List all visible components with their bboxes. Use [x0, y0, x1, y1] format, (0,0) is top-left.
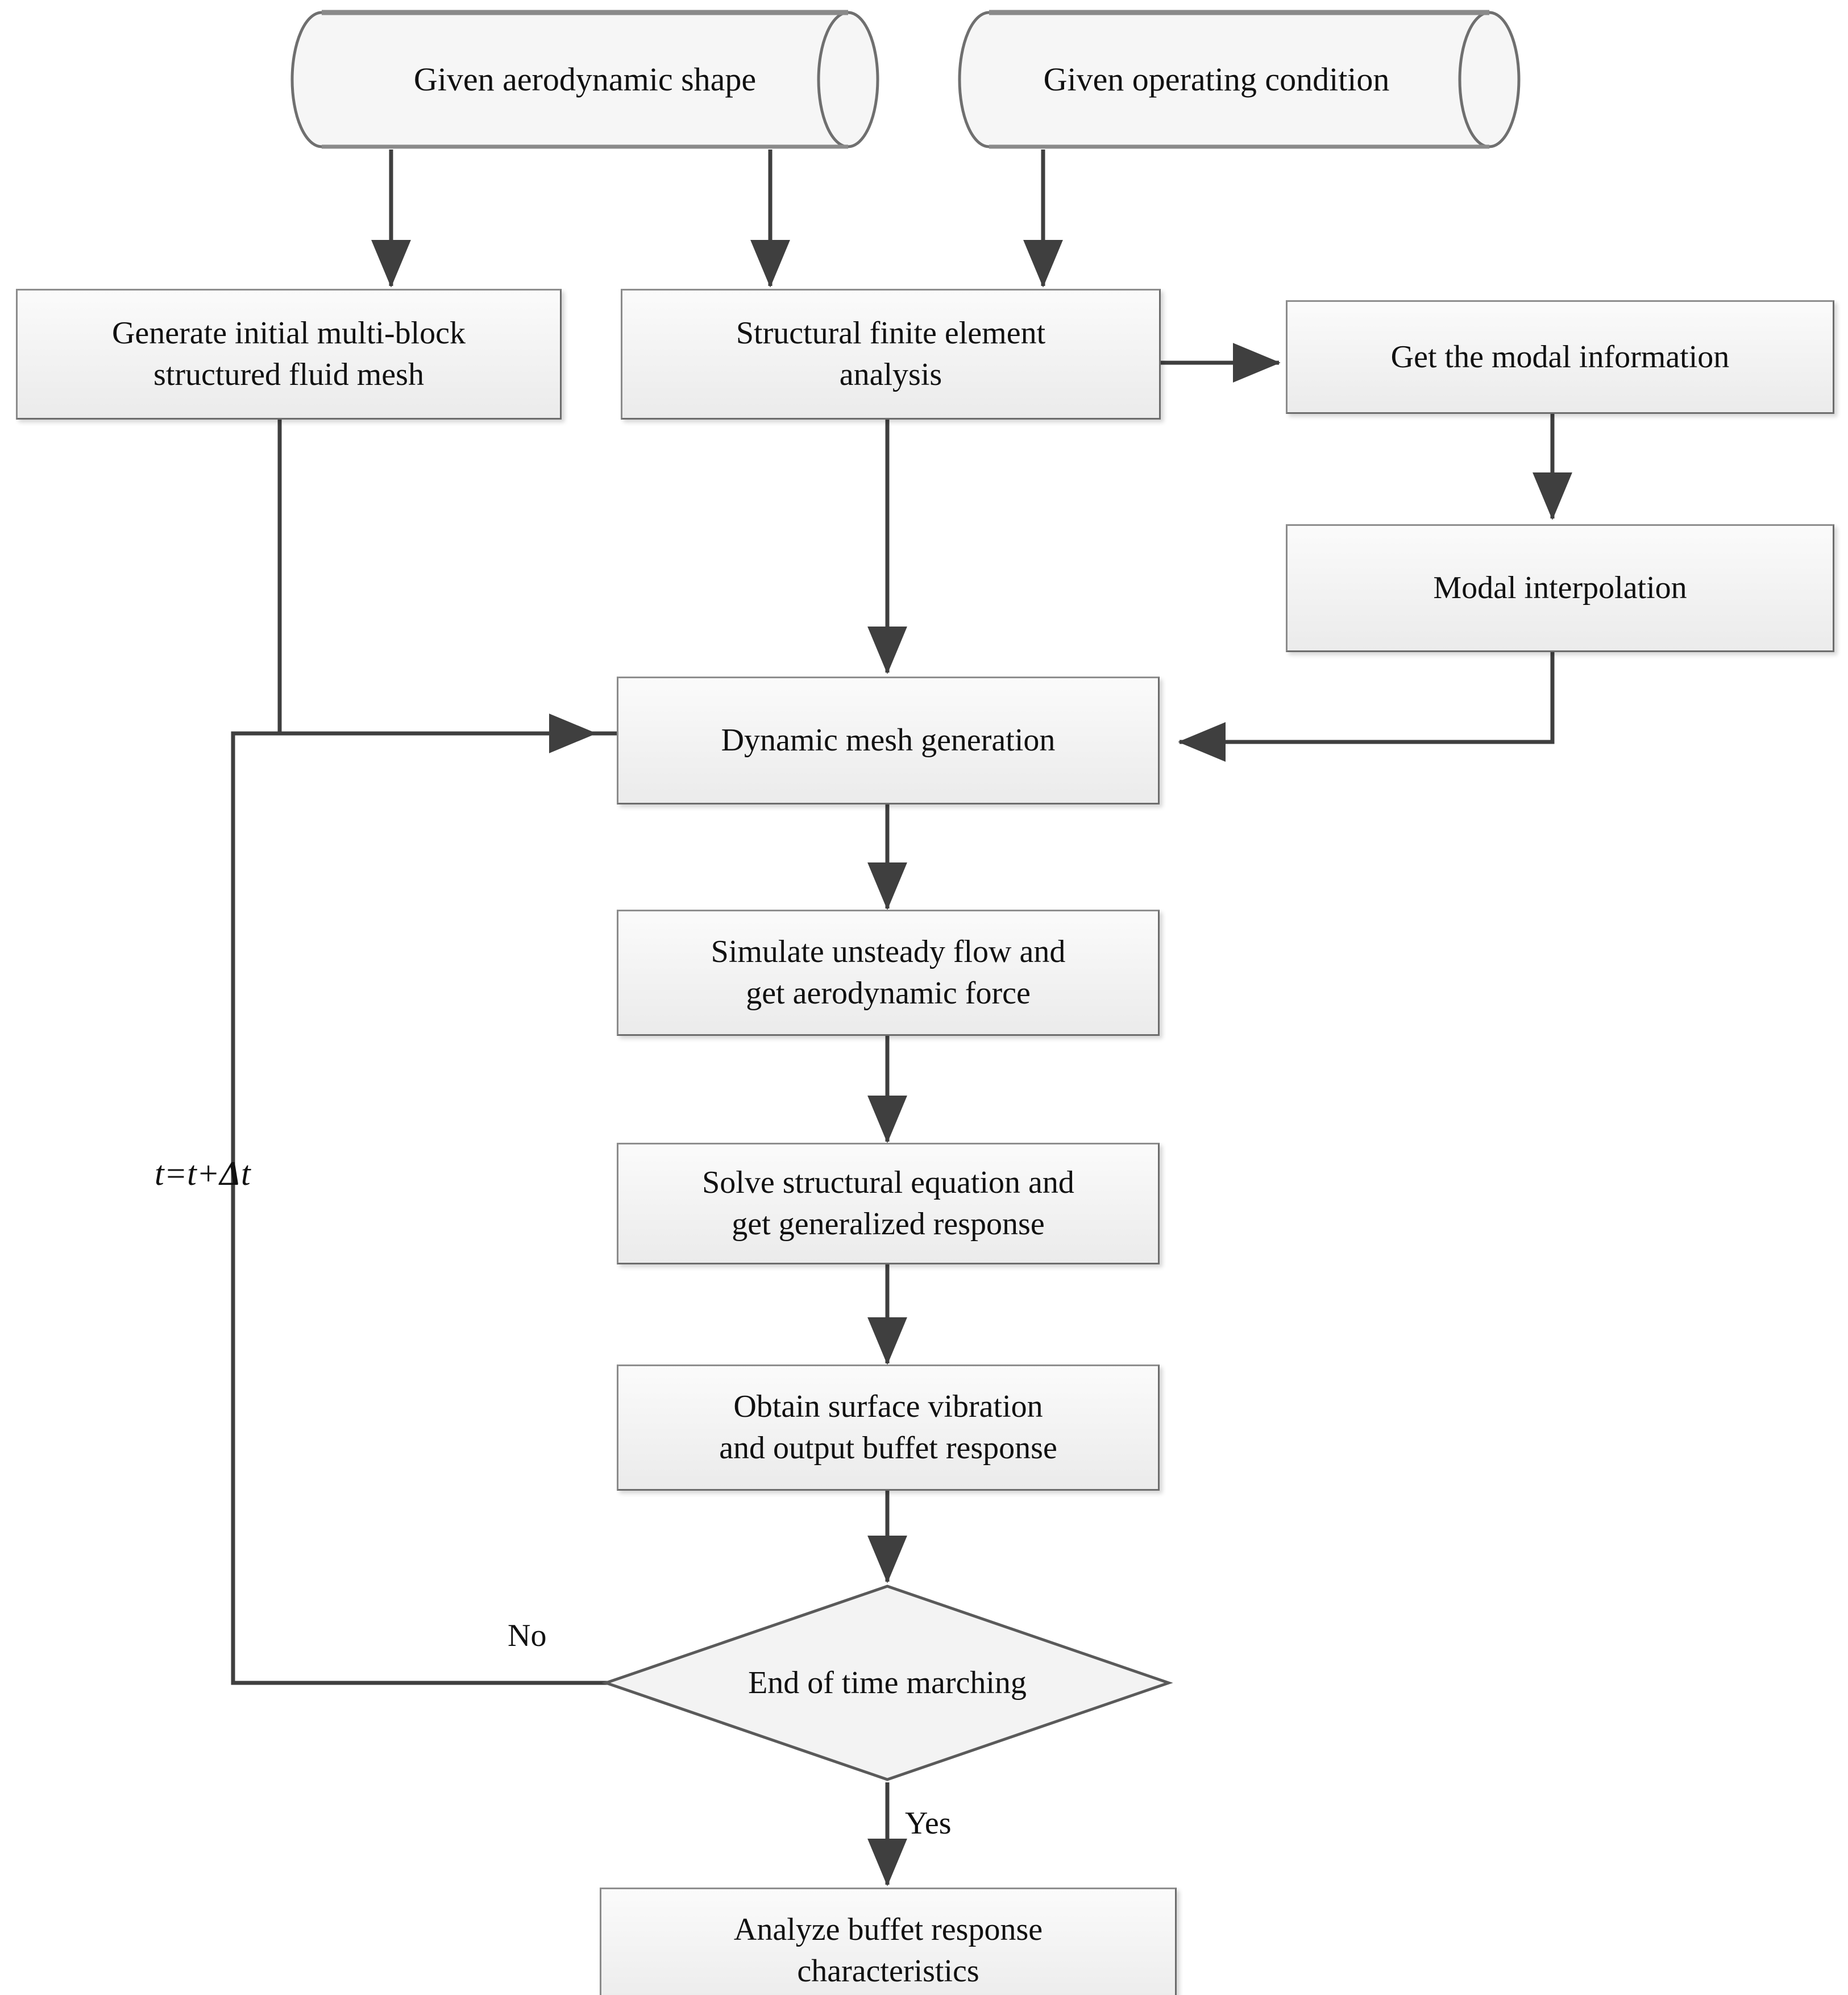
time-step-t1: t: [155, 1155, 164, 1192]
node-label-generate-initial-mesh: Generate initial multi-block structured …: [102, 313, 476, 396]
node-label-solve-structural-equation: Solve structural equation and get genera…: [692, 1162, 1085, 1245]
node-label-end-of-time-marching: End of time marching: [748, 1665, 1027, 1700]
arrow-group: [371, 150, 1572, 1886]
node-modal-interpolation[interactable]: Modal interpolation: [1286, 524, 1834, 652]
node-label-analyze-buffet-response: Analyze buffet response characteristics: [724, 1909, 1053, 1992]
node-label-given-aerodynamic-shape: Given aerodynamic shape: [413, 60, 757, 98]
time-step-equals: =: [164, 1155, 188, 1192]
cylinder-shape-operating: [958, 10, 1521, 149]
node-label-get-modal-information: Get the modal information: [1390, 339, 1730, 375]
decision-diamond-shape: [601, 1585, 1173, 1781]
obtain-surface-vibration-line-1: Obtain surface vibration: [733, 1389, 1043, 1425]
node-analyze-buffet-response[interactable]: Analyze buffet response characteristics: [600, 1888, 1177, 1995]
node-get-modal-information[interactable]: Get the modal information: [1286, 300, 1834, 414]
node-dynamic-mesh-generation[interactable]: Dynamic mesh generation: [617, 677, 1160, 804]
analyze-buffet-response-line-1: Analyze buffet response: [733, 1912, 1043, 1948]
simulate-unsteady-flow-line-2: get aerodynamic force: [746, 976, 1031, 1011]
time-step-plus: +: [196, 1155, 220, 1192]
edge-label-time-step: t=t+Δt: [155, 1154, 251, 1193]
cylinder-shape-aerodynamic: [290, 10, 879, 149]
node-label-obtain-surface-vibration: Obtain surface vibration and output buff…: [709, 1386, 1068, 1469]
edge-label-yes: Yes: [905, 1806, 952, 1841]
structural-fea-line-2: analysis: [839, 357, 942, 392]
node-simulate-unsteady-flow[interactable]: Simulate unsteady flow and get aerodynam…: [617, 910, 1160, 1036]
node-label-given-operating-condition: Given operating condition: [1043, 60, 1390, 98]
time-step-t3: t: [240, 1155, 251, 1192]
node-label-modal-interpolation: Modal interpolation: [1433, 570, 1687, 606]
generate-initial-mesh-line-2: structured fluid mesh: [153, 357, 424, 392]
node-generate-initial-mesh[interactable]: Generate initial multi-block structured …: [16, 289, 562, 420]
edge-decision-no-loopback: [231, 714, 624, 1685]
node-given-operating-condition[interactable]: Given operating condition: [966, 13, 1467, 147]
structural-fea-line-1: Structural finite element: [736, 316, 1046, 351]
node-structural-fea[interactable]: Structural finite element analysis: [621, 289, 1161, 420]
edge-interp-to-dynmesh: [1178, 652, 1555, 762]
solve-structural-equation-line-2: get generalized response: [732, 1206, 1045, 1242]
node-end-of-time-marching[interactable]: End of time marching: [606, 1586, 1169, 1780]
node-given-aerodynamic-shape[interactable]: Given aerodynamic shape: [322, 13, 848, 147]
time-step-delta-icon: Δ: [219, 1155, 241, 1192]
node-label-simulate-unsteady-flow: Simulate unsteady flow and get aerodynam…: [701, 931, 1076, 1014]
generate-initial-mesh-line-1: Generate initial multi-block: [111, 316, 466, 351]
node-label-structural-fea: Structural finite element analysis: [726, 313, 1056, 396]
edge-label-no: No: [508, 1618, 547, 1653]
node-obtain-surface-vibration[interactable]: Obtain surface vibration and output buff…: [617, 1364, 1160, 1491]
analyze-buffet-response-line-2: characteristics: [797, 1953, 979, 1989]
time-step-t2: t: [187, 1155, 197, 1192]
node-solve-structural-equation[interactable]: Solve structural equation and get genera…: [617, 1143, 1160, 1264]
solve-structural-equation-line-1: Solve structural equation and: [702, 1165, 1074, 1201]
simulate-unsteady-flow-line-1: Simulate unsteady flow and: [711, 934, 1066, 970]
node-label-dynamic-mesh-generation: Dynamic mesh generation: [721, 723, 1056, 758]
obtain-surface-vibration-line-2: and output buffet response: [719, 1430, 1057, 1466]
